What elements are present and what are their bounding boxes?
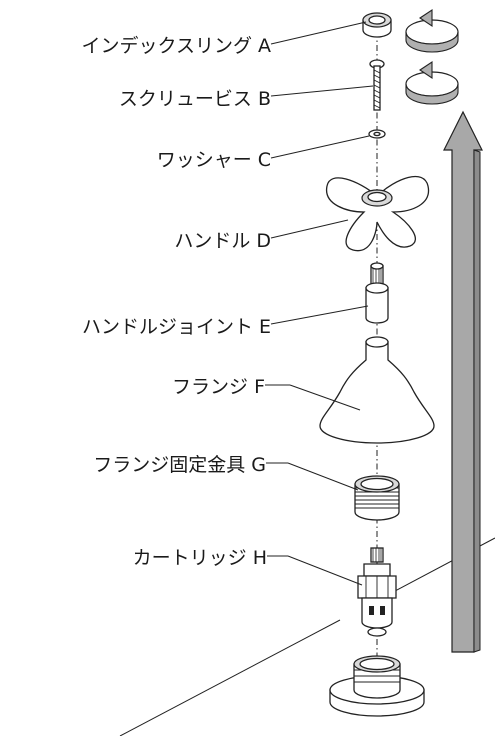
washer-part	[368, 129, 386, 139]
label-flange: フランジ F	[172, 376, 265, 398]
screw-part	[369, 59, 385, 111]
counterclockwise-rotation-icon	[405, 60, 459, 105]
label-handle: ハンドル D	[174, 230, 271, 252]
flange-part	[319, 336, 435, 444]
label-washer: ワッシャー C	[157, 149, 271, 171]
cartridge-part	[357, 547, 397, 637]
upward-assembly-arrow	[443, 110, 483, 653]
handle-part	[326, 175, 430, 252]
label-index-ring: インデックスリング A	[82, 35, 271, 57]
label-flange-fixing: フランジ固定金具 G	[93, 454, 266, 476]
base-mount-part	[329, 655, 425, 717]
leader-lines	[265, 21, 374, 586]
label-screw: スクリュービス B	[119, 88, 271, 110]
index-ring-part	[362, 12, 392, 38]
flange-fixing-part	[354, 475, 400, 521]
counterclockwise-rotation-icon	[405, 8, 459, 53]
label-handle-joint: ハンドルジョイント E	[82, 316, 271, 338]
handle-joint-part	[365, 262, 389, 324]
label-cartridge: カートリッジ H	[133, 547, 267, 569]
